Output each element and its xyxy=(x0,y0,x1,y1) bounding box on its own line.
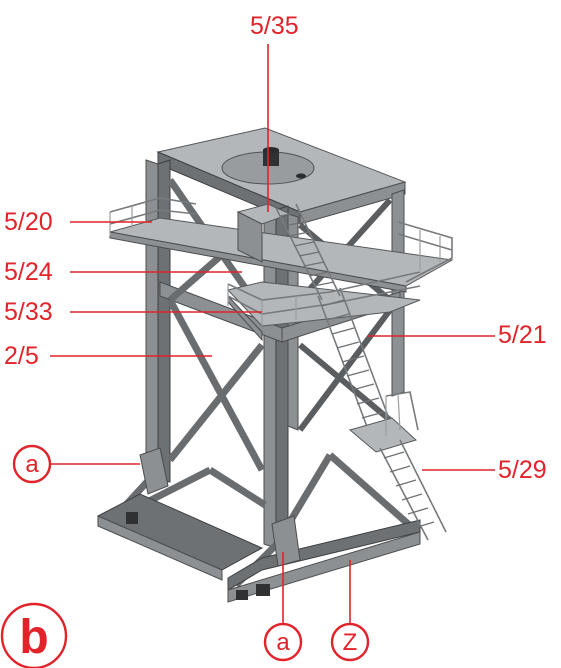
callout-5-21: 5/21 xyxy=(498,321,547,349)
lower-stair xyxy=(379,439,447,541)
marker-a-bottom: a xyxy=(276,629,290,656)
pivot-hub xyxy=(263,150,279,166)
callout-2-5: 2/5 xyxy=(4,342,39,370)
callout-5-33: 5/33 xyxy=(4,298,53,326)
upper-ladder xyxy=(275,203,341,301)
callout-5-24: 5/24 xyxy=(4,258,53,286)
stair-landing xyxy=(348,417,417,453)
gantry-structure-illustration xyxy=(96,127,454,603)
callout-5-35: 5/35 xyxy=(250,12,299,40)
figure-label: b xyxy=(19,611,48,664)
middle-stair xyxy=(317,287,395,441)
leg-front-left xyxy=(145,159,159,481)
annotations: 5/35 5/20 5/24 5/33 2/5 5/21 5/29 a a Z … xyxy=(0,12,547,668)
figure-label-ring xyxy=(0,602,68,668)
marker-z: Z xyxy=(343,629,358,656)
callout-5-20: 5/20 xyxy=(4,208,53,236)
base-rail-front xyxy=(227,519,421,591)
callout-5-29: 5/29 xyxy=(498,456,547,484)
marker-a-left: a xyxy=(25,451,39,478)
